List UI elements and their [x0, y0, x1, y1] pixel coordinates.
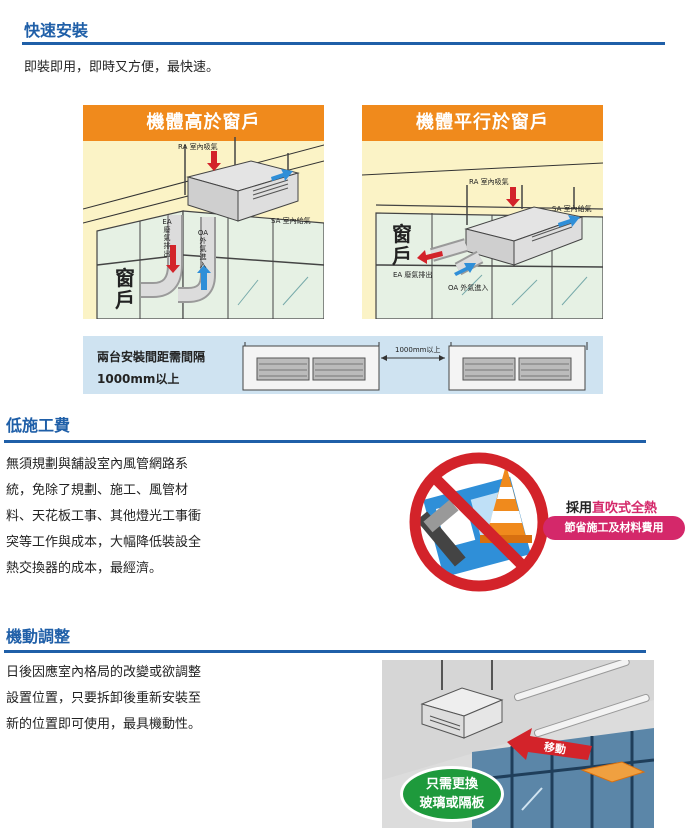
spacing-text-line2: 1000mm以上	[97, 372, 180, 386]
panel-unit-above-window: 機體高於窗戶 RA 室內吸氣	[83, 105, 324, 319]
replace-glass-bubble: 只需更換 玻璃或隔板	[400, 766, 504, 822]
label-ea: EA 廢 氣 排 出	[162, 218, 172, 258]
section-title-mobility: 機動調整	[6, 627, 71, 646]
move-label: 移動	[543, 740, 567, 757]
label-oa: OA 外 氣 進 入	[197, 229, 209, 269]
label-sa: SA 室內給氣	[552, 205, 592, 213]
two-units-spacing-diagram	[242, 342, 588, 391]
label-ea: EA 廢氣排出	[393, 271, 433, 279]
illustration-unit-parallel-window	[362, 162, 603, 319]
label-ra: RA 室內吸氣	[469, 178, 509, 186]
label-window: 窗 戶	[392, 222, 412, 268]
section-rule	[4, 440, 646, 443]
section-title-quick-install: 快速安裝	[24, 21, 89, 40]
quick-install-desc: 即裝即用，即時又方便，最快速。	[24, 60, 220, 75]
mobility-desc: 日後因應室內格局的改變或欲調整 設置位置，只要拆卸後重新安裝至 新的位置即可使用…	[6, 665, 202, 732]
label-window: 窗 戶	[115, 266, 135, 312]
panel-unit-parallel-window: 機體平行於窗戶 RA 室內吸氣 SA 室內給氣 EA 廢氣排出 OA 外	[362, 105, 603, 319]
label-ra: RA 室內吸氣	[178, 143, 218, 151]
low-cost-desc: 無須規劃與舖設室內風管網路系 統，免除了規劃、施工、風管材 料、天花板工事、其他…	[6, 457, 202, 576]
illustration-unit-above-window	[83, 137, 324, 319]
section-title-low-cost: 低施工費	[6, 416, 71, 435]
section-rule	[4, 650, 646, 653]
panel-title: 機體高於窗戶	[83, 105, 324, 141]
install-spacing-banner: 兩台安裝間距需間隔 1000mm以上 1000mm以上	[83, 336, 603, 394]
no-construction-icon	[409, 452, 549, 592]
section-rule	[22, 42, 665, 45]
label-sa: SA 室內給氣	[271, 217, 311, 225]
spacing-gap-label: 1000mm以上	[395, 346, 441, 354]
save-cost-pill: 節省施工及材料費用	[543, 516, 685, 540]
direct-blow-badge: 採用直吹式全熱	[566, 501, 658, 516]
relocation-illustration: 移動 只需更換 玻璃或隔板	[382, 660, 654, 828]
panel-title: 機體平行於窗戶	[362, 105, 603, 141]
label-oa: OA 外氣進入	[448, 284, 489, 292]
spacing-text-line1: 兩台安裝間距需間隔	[97, 350, 206, 364]
